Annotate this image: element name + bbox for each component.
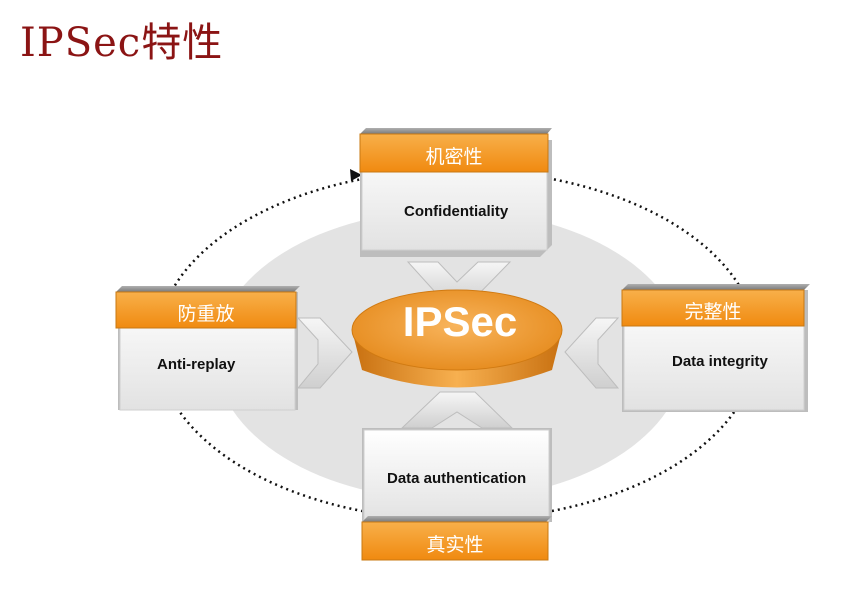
header-bar-left [115, 291, 297, 329]
feature-body-bottom: Data authentication [387, 470, 527, 487]
center-label: IPSec [402, 298, 518, 345]
feature-header-bottom: 真实性 [426, 534, 484, 556]
feature-box-left [115, 286, 300, 411]
ipsec-center-disc [351, 289, 563, 388]
feature-header-top: 机密性 [425, 146, 483, 168]
header-bar-top [359, 133, 549, 173]
feature-header-right: 完整性 [684, 301, 742, 323]
connector-right [564, 317, 620, 389]
feature-body-top: Confidentiality [404, 203, 509, 220]
orbit-arrowhead [350, 169, 362, 181]
feature-box-right [621, 284, 810, 412]
header-bar-right [621, 289, 805, 327]
feature-header-left: 防重放 [177, 303, 235, 325]
header-bar-bottom [361, 521, 549, 561]
page-title: IPSec特性 [20, 20, 224, 66]
feature-body-left: Anti-replay [157, 356, 236, 373]
feature-box-bottom [361, 428, 552, 561]
connector-left [296, 317, 353, 389]
feature-box-top [359, 128, 552, 257]
feature-body-right: Data integrity [672, 353, 768, 370]
